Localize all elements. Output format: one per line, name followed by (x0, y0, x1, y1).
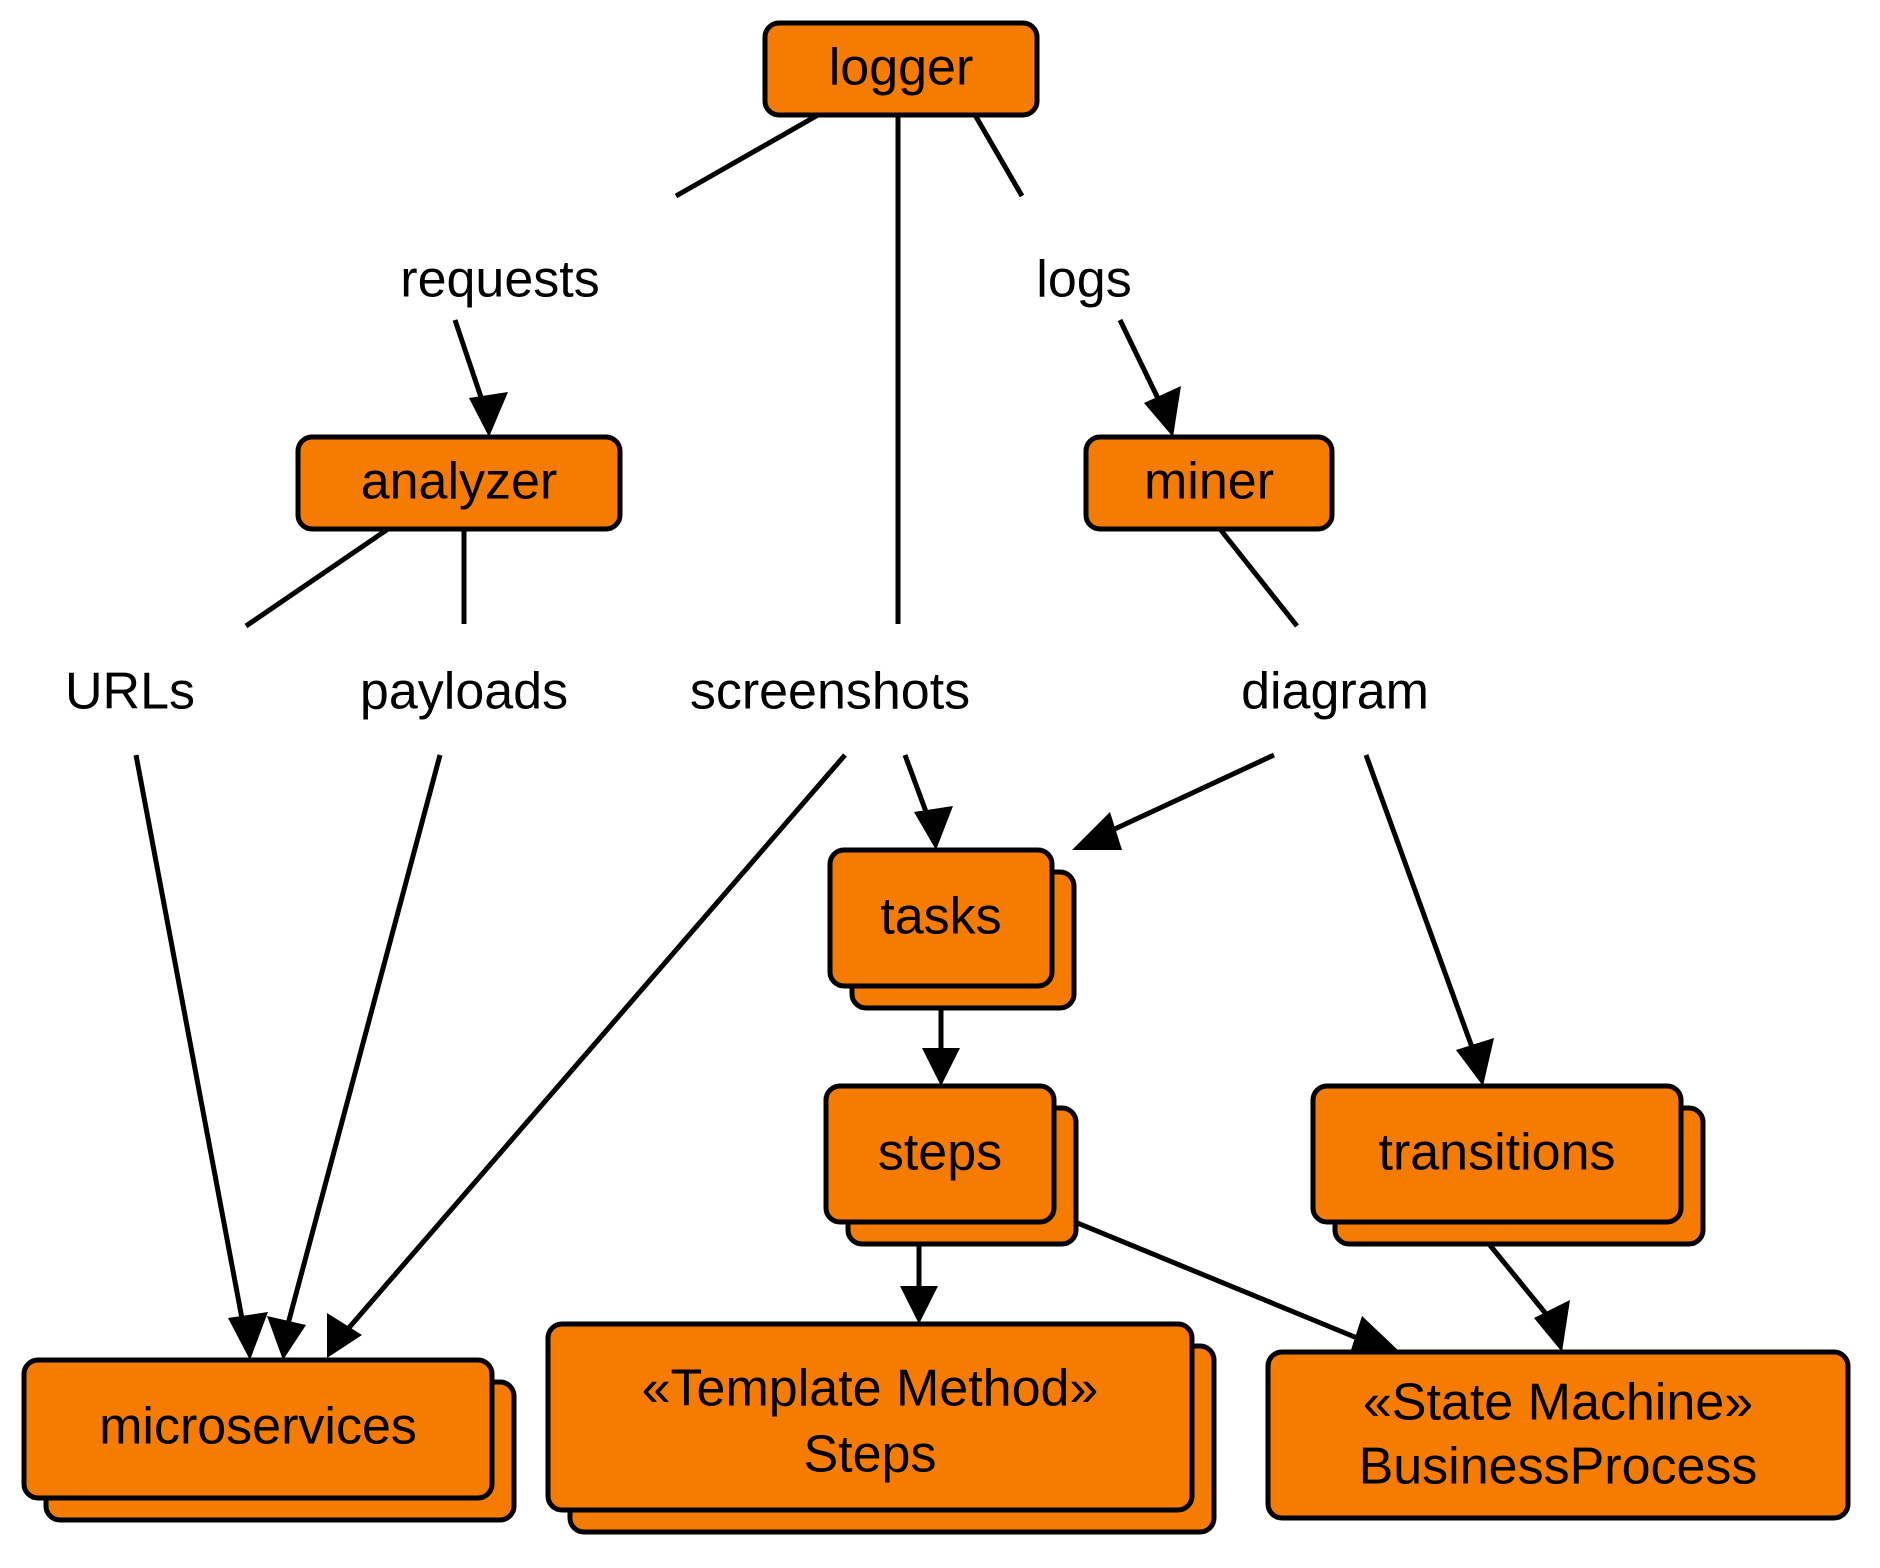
edge-screenshots-microservices (327, 753, 847, 1358)
node-analyzer-label: analyzer (361, 453, 558, 511)
edge-logs-miner (1117, 318, 1181, 437)
node-tasks-box[interactable] (827, 847, 1055, 989)
node-template-method-steps-box[interactable] (545, 1321, 1195, 1513)
node-microservices-box[interactable] (21, 1357, 495, 1501)
node-steps-box[interactable] (823, 1083, 1057, 1225)
edge-label-diagram: diagram (1241, 663, 1429, 721)
node-transitions-box[interactable] (1310, 1083, 1684, 1225)
node-microservices[interactable]: microservices (21, 1357, 517, 1523)
node-steps[interactable]: steps (823, 1083, 1079, 1247)
edge-tasks-steps (922, 1008, 960, 1086)
edge-urls-microservices (133, 754, 268, 1360)
edge-requests-analyzer (452, 319, 508, 437)
node-state-machine-businessprocess-label-line2: BusinessProcess (1359, 1438, 1758, 1496)
node-analyzer-box[interactable] (295, 434, 623, 532)
node-transitions-label: transitions (1379, 1124, 1616, 1182)
edge-label-urls: URLs (65, 663, 195, 721)
node-logger-box[interactable] (762, 20, 1040, 118)
node-microservices-label: microservices (99, 1398, 417, 1456)
edge-diagram-tasks (1072, 752, 1276, 850)
node-logger[interactable]: logger (762, 20, 1040, 118)
node-miner[interactable]: miner (1083, 434, 1335, 532)
node-state-machine-businessprocess[interactable]: «State Machine» BusinessProcess (1265, 1349, 1851, 1521)
node-logger-label: logger (829, 39, 974, 97)
node-template-method-steps-label-line2: Steps (804, 1426, 937, 1484)
edge-label-payloads: payloads (360, 663, 568, 721)
node-tasks-label: tasks (880, 888, 1001, 946)
edge-label-screenshots: screenshots (690, 663, 970, 721)
node-template-method-steps-label-line1: «Template Method» (642, 1360, 1099, 1418)
node-tasks[interactable]: tasks (827, 847, 1077, 1011)
edge-steps-template (900, 1244, 938, 1324)
edge-screenshots-tasks (902, 754, 953, 850)
node-miner-box[interactable] (1083, 434, 1335, 532)
node-state-machine-businessprocess-box[interactable] (1265, 1349, 1851, 1521)
edge-label-requests: requests (400, 251, 599, 309)
edge-payloads-microservices (267, 754, 443, 1360)
node-transitions[interactable]: transitions (1310, 1083, 1706, 1247)
node-state-machine-businessprocess-label-line1: «State Machine» (1363, 1374, 1753, 1432)
node-template-method-steps[interactable]: «Template Method» Steps (545, 1321, 1217, 1535)
node-miner-label: miner (1144, 453, 1274, 511)
edge-label-logs: logs (1036, 251, 1131, 309)
edge-steps-statemachine (1074, 1219, 1400, 1352)
edge-logger-logs (972, 113, 1025, 198)
edge-logger-requests (674, 112, 820, 199)
edge-analyzer-urls (244, 526, 390, 629)
edge-transitions-statemachine (1487, 1242, 1570, 1352)
node-analyzer[interactable]: analyzer (295, 434, 623, 532)
edge-diagram-transitions (1363, 754, 1494, 1086)
node-steps-label: steps (878, 1124, 1002, 1182)
edge-miner-diagram (1218, 527, 1299, 628)
